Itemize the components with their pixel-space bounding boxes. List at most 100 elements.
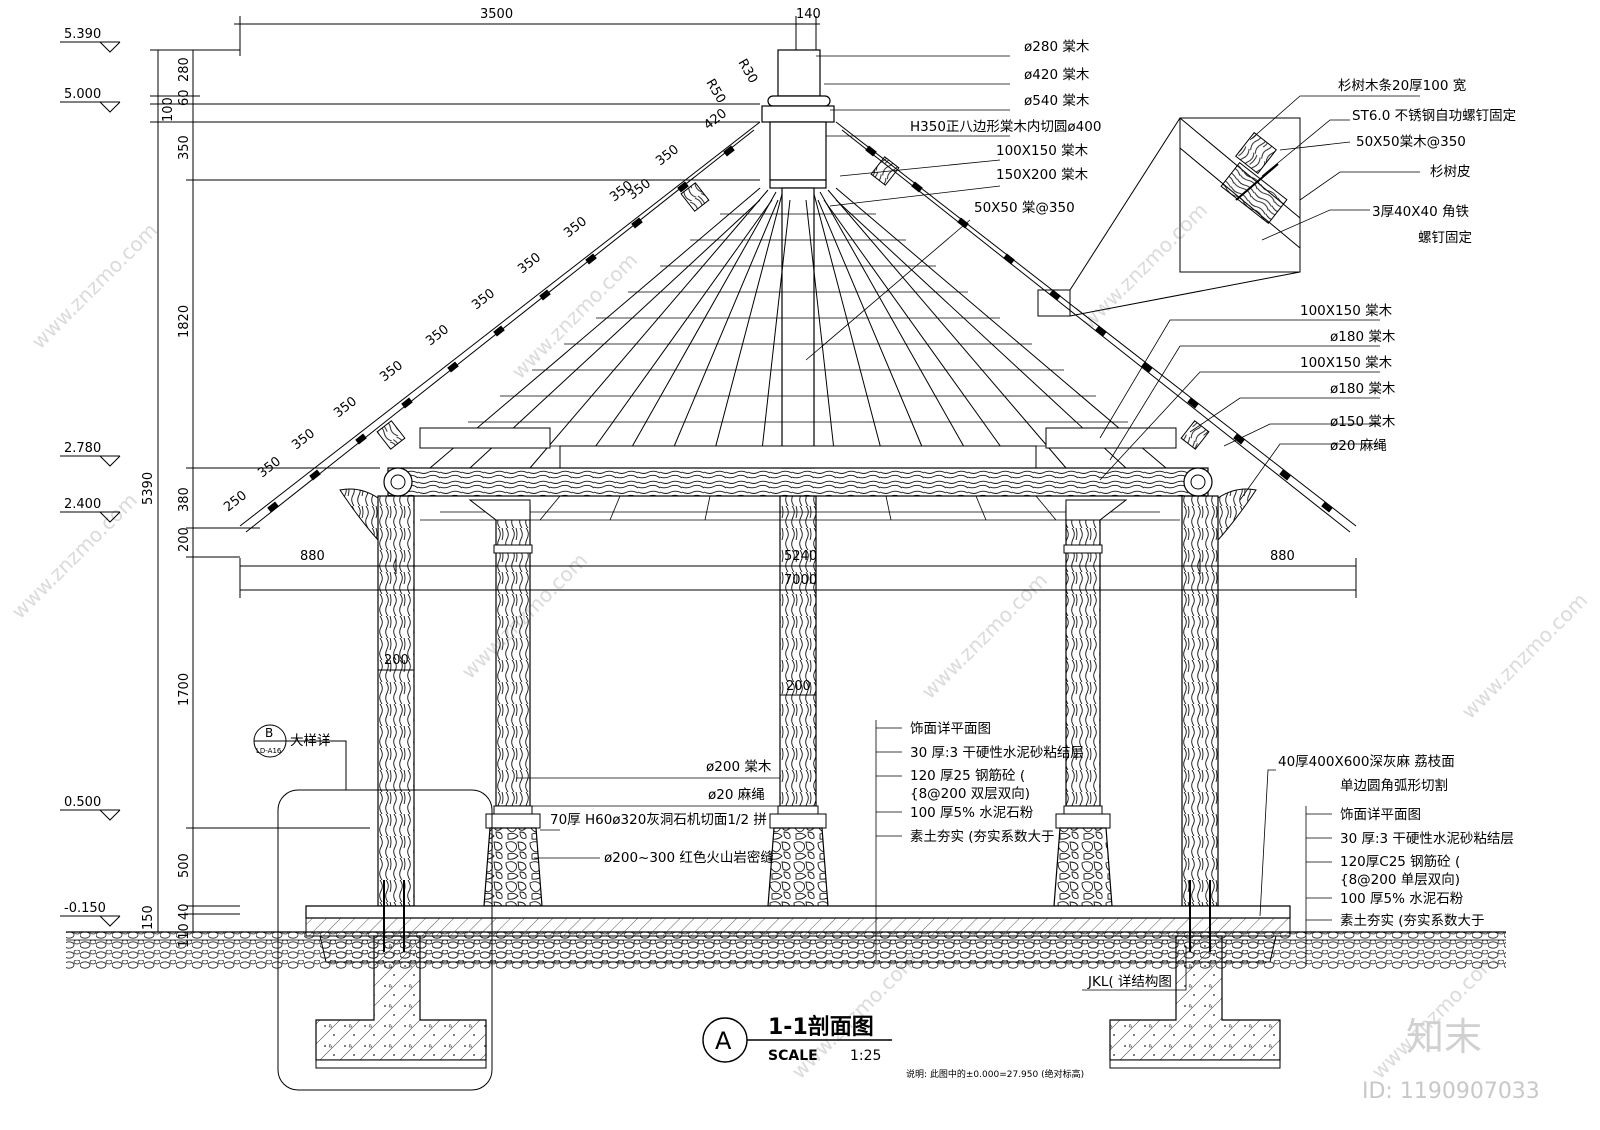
dim-h: 200 (786, 679, 811, 694)
dim-v: 100 (161, 97, 176, 122)
dim-slope: 350 (469, 286, 498, 313)
dim-slope: 250 (221, 488, 250, 515)
elevation-label: 5.390 (64, 27, 101, 42)
roof-battens-left (267, 145, 735, 513)
label-center: ø200~300 红色火山岩密缝 (604, 849, 774, 866)
leaders-mid (1099, 319, 1380, 501)
dim-slope: 350 (653, 142, 682, 169)
elevation-label: 0.500 (64, 795, 101, 810)
dim-v: 350 (177, 135, 192, 160)
label-mid: ø180 棠木 (1330, 329, 1396, 345)
dim-v: 280 (177, 57, 192, 82)
label-top: 100X150 棠木 (996, 143, 1089, 159)
label-top: 150X200 棠木 (996, 167, 1089, 183)
center-column (767, 495, 829, 907)
scale-value: 1:25 (850, 1048, 881, 1064)
dim-v: 500 (177, 853, 192, 878)
dim-v: 200 (177, 527, 192, 552)
label-floor-mid: 30 厚:3 干硬性水泥砂粘结层 (910, 745, 1084, 761)
leaders-center (516, 777, 780, 859)
dim-h: 880 (300, 549, 325, 564)
inner-column-left (468, 499, 543, 907)
label-top: H350正八边形棠木内切圆ø400 (910, 119, 1101, 135)
beam-end-right (1183, 467, 1213, 497)
dim-v: 40 (177, 903, 192, 920)
footing-left (315, 880, 487, 1069)
watermark-1: www.znzmo.com (27, 218, 163, 354)
elevation-label: -0.150 (64, 901, 106, 916)
dim-top-3500: 3500 (480, 7, 513, 22)
watermark-7: www.znzmo.com (1457, 588, 1593, 724)
image-id: ID: 1190907033 (1362, 1079, 1540, 1104)
dim-slope: 350 (331, 394, 360, 421)
roof-beam-blocks (419, 427, 1177, 469)
label-jkl: JKL( 详结构图 (1087, 974, 1172, 990)
dim-v: 5390 (141, 472, 156, 505)
elevation-label: 2.780 (64, 441, 101, 456)
label-detail: 50X50棠木@350 (1356, 134, 1466, 150)
footing-right (1109, 880, 1281, 1069)
label-detail: ST6.0 不锈钢自功螺钉固定 (1352, 108, 1516, 124)
elevation-label: 2.400 (64, 497, 101, 512)
label-mid: ø150 棠木 (1330, 414, 1396, 430)
label-center: ø200 棠木 (706, 759, 772, 775)
label-floor-right: {8@200 单层双向) (1340, 872, 1460, 888)
label-detail: 杉树皮 (1430, 164, 1471, 180)
label-center: ø20 麻绳 (708, 787, 765, 803)
leaders-detail (1249, 95, 1420, 241)
label-top: ø280 棠木 (1024, 39, 1090, 55)
label-floor-mid: 100 厚5% 水泥石粉 (910, 805, 1034, 821)
label-floor-right: 饰面详平面图 (1340, 807, 1421, 823)
label-floor-right: 素土夯实 (夯实系数大于 (1340, 913, 1485, 929)
elevation-markers (60, 41, 121, 927)
dim-v: 1820 (177, 305, 192, 338)
dim-slope: 350 (515, 250, 544, 277)
outer-column-right (1181, 488, 1257, 907)
watermark-6: www.znzmo.com (917, 568, 1053, 704)
label-top: 50X50 棠@350 (974, 200, 1075, 216)
beam-end-left (383, 467, 413, 497)
label-floor-mid: 素土夯实 (夯实系数大于 (910, 829, 1055, 845)
label-floor-right: 100 厚5% 水泥石粉 (1340, 891, 1464, 907)
roof-finial (761, 49, 835, 189)
inner-column-right (1053, 499, 1128, 907)
title-block: A 1-1剖面图 SCALE 1:25 说明: 此图中的±0.000=27.95… (702, 1014, 1084, 1080)
dim-slope: 350 (289, 426, 318, 453)
watermark-3: www.znzmo.com (1077, 198, 1213, 334)
dim-r50: R50 (703, 77, 729, 107)
roof-battens-right (865, 145, 1333, 513)
label-floor-mid: 饰面详平面图 (910, 721, 991, 737)
label-floor-right: 120厚C25 钢筋砼 ( (1340, 853, 1460, 870)
label-floor-mid: 120 厚25 钢筋砼 ( (910, 767, 1025, 784)
dim-h: 7000 (784, 573, 817, 588)
dim-h: 5240 (784, 549, 817, 564)
label-floor-right: 30 厚:3 干硬性水泥砂粘结层 (1340, 831, 1514, 847)
dim-slope: 350 (255, 454, 284, 481)
drawing-note: 说明: 此图中的±0.000=27.950 (绝对标高) (906, 1068, 1084, 1080)
dim-slope: 350 (423, 322, 452, 349)
rafter-sections (376, 156, 1210, 450)
label-detail: 螺钉固定 (1418, 230, 1472, 246)
dim-h: 200 (384, 653, 409, 668)
drawing-title: 1-1剖面图 (768, 1014, 874, 1040)
leaders-top (805, 55, 1010, 361)
dim-slope: 350 (561, 214, 590, 241)
detail-ref-top: B (265, 726, 273, 740)
detail-ref-bottom: LD-A16 (256, 747, 282, 755)
dim-slope: 350 (377, 358, 406, 385)
dim-slope: 420 (701, 106, 730, 133)
king-post (781, 187, 815, 469)
label-top: ø420 棠木 (1024, 67, 1090, 83)
dim-r30: R30 (735, 57, 761, 87)
label-detail: 杉树木条20厚100 宽 (1338, 77, 1466, 94)
dim-v: 1700 (177, 673, 192, 706)
brand-logo: 知末 (1406, 1015, 1482, 1059)
label-floor-mid: {8@200 双层双向) (910, 786, 1030, 802)
dim-h: 880 (1270, 549, 1295, 564)
label-mid: ø180 棠木 (1330, 381, 1396, 397)
label-top: ø540 棠木 (1024, 93, 1090, 109)
label-center: 70厚 H60ø320灰洞石机切面1/2 拼 (550, 812, 767, 828)
roof-rafters (239, 121, 1357, 533)
dim-v: 380 (177, 487, 192, 512)
